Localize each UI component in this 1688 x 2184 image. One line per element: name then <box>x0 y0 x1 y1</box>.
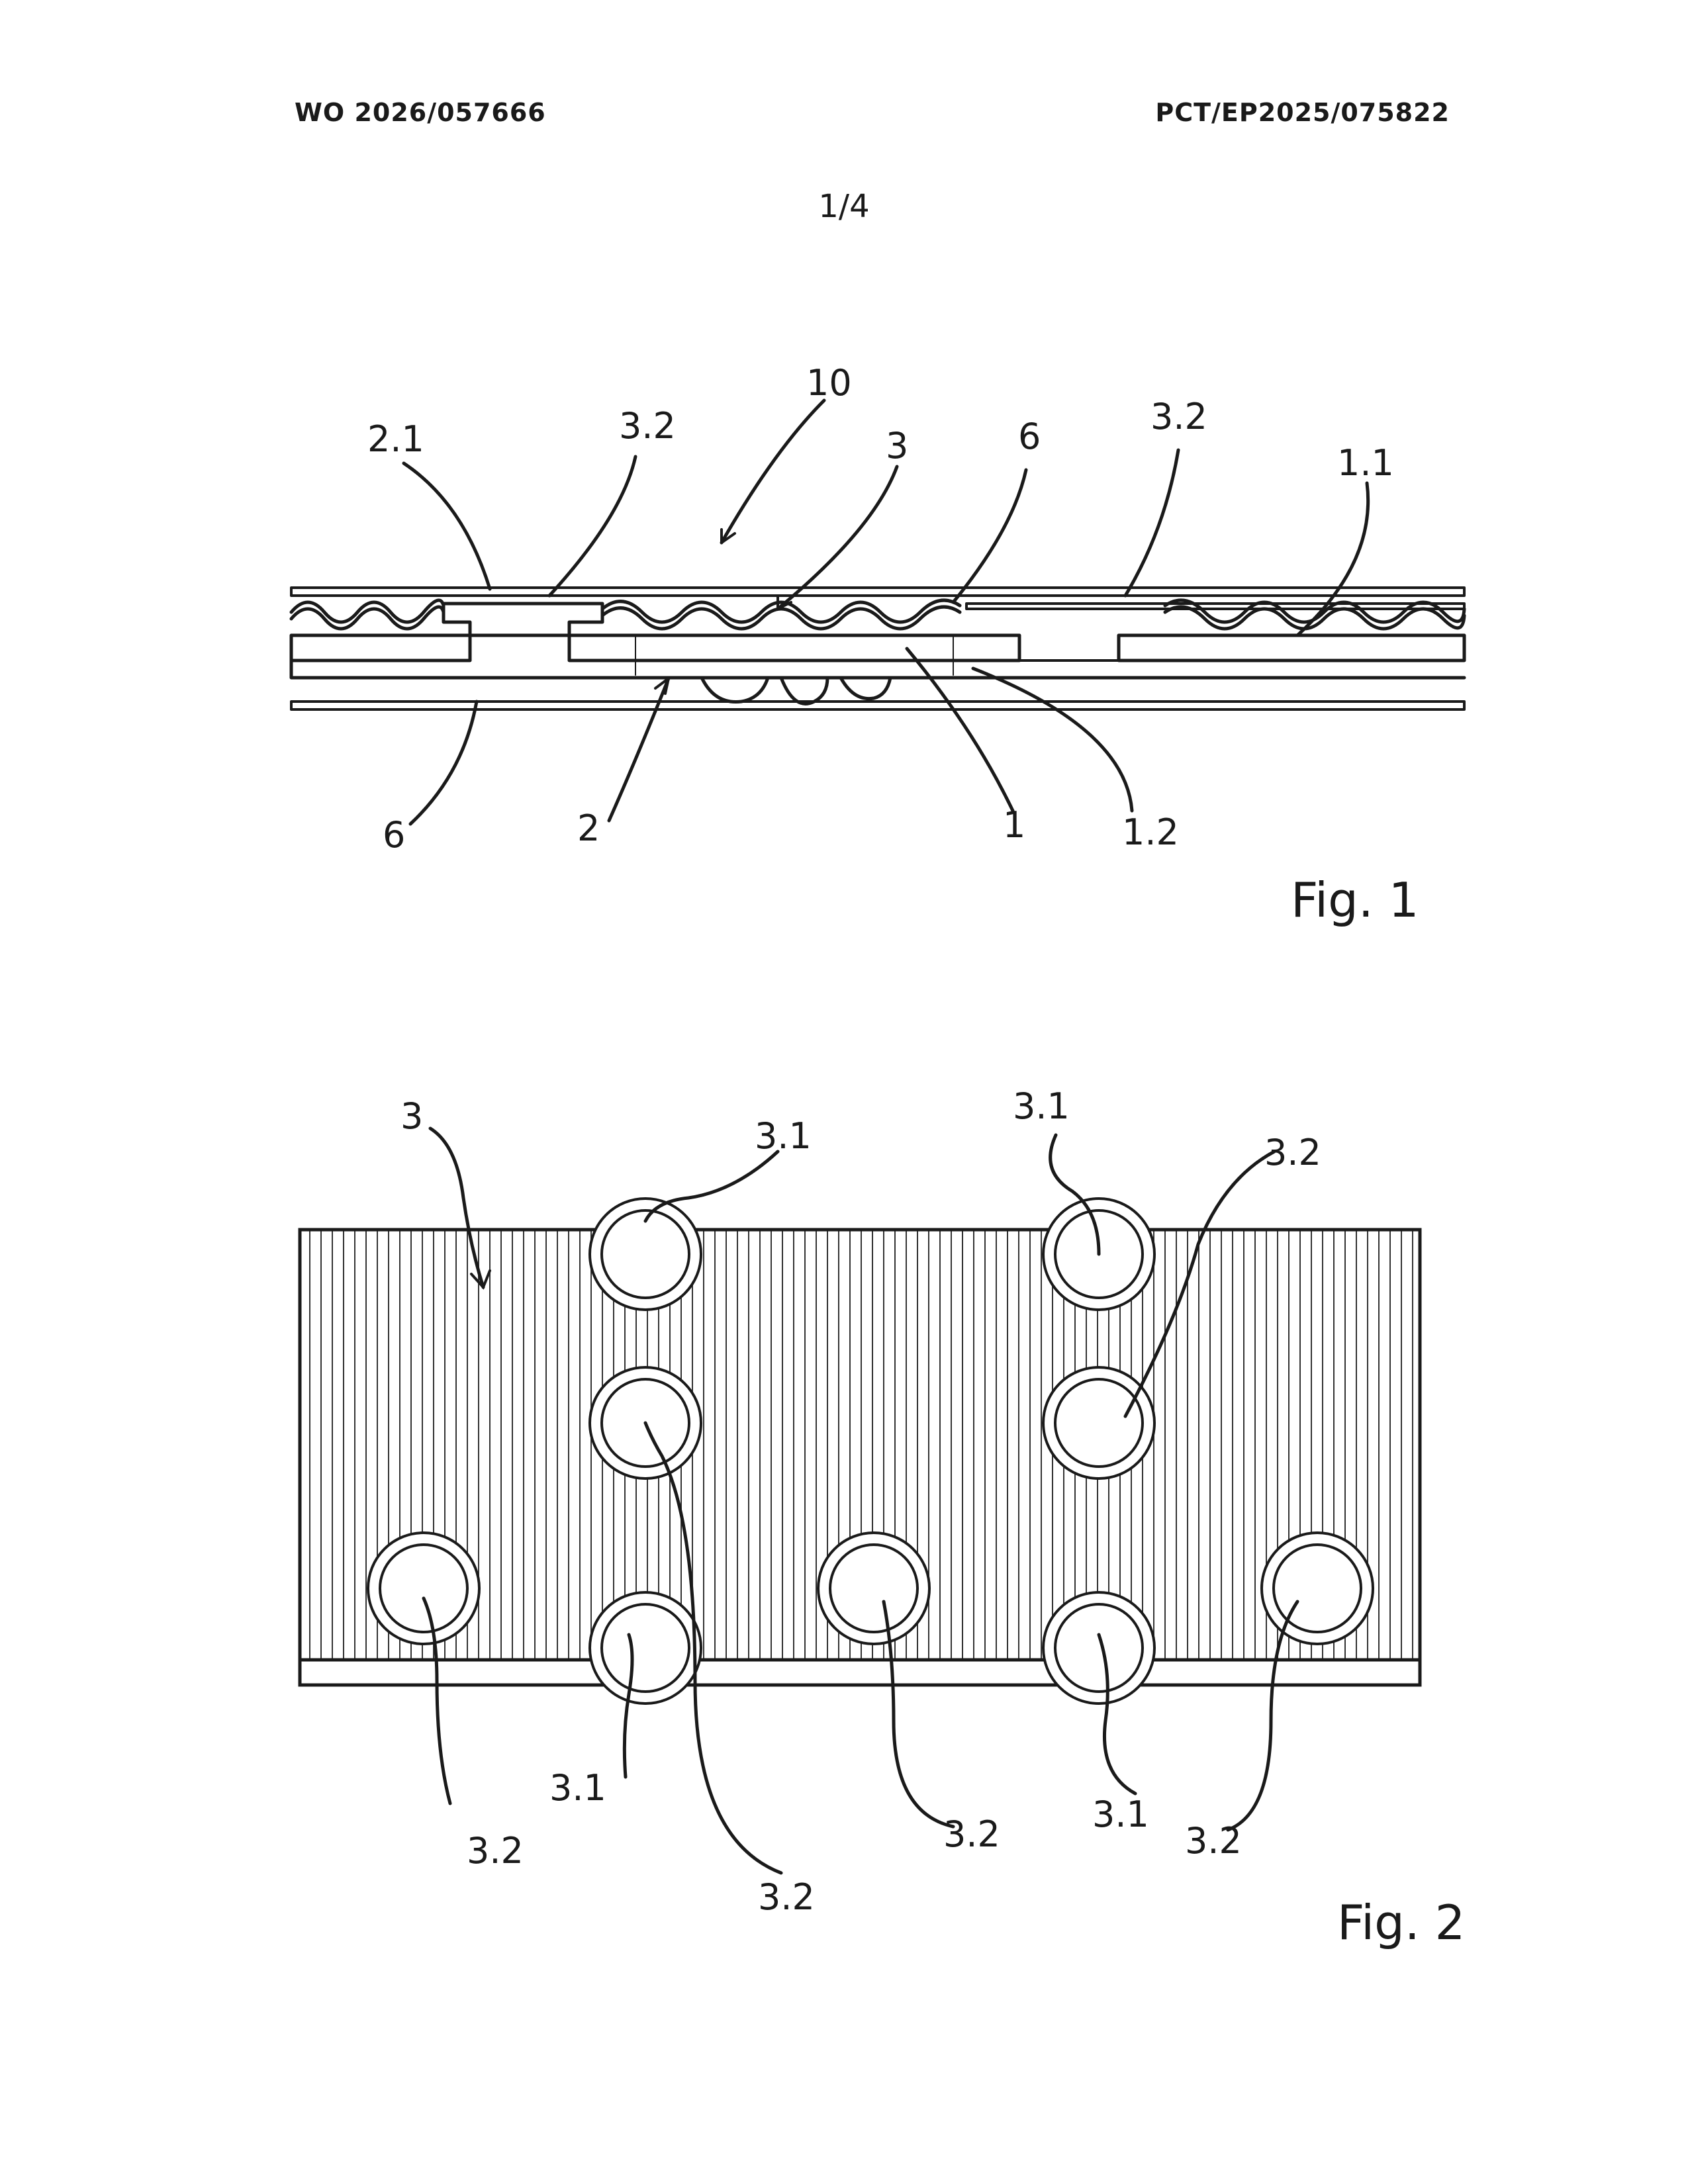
sheet-number: 1/4 <box>0 188 1688 225</box>
label-3-1-top-right: 3.1 <box>1013 1085 1070 1127</box>
left-block <box>291 635 470 660</box>
wavy-layer-center <box>602 600 960 622</box>
panel-base-strip <box>300 1660 1420 1685</box>
label-3-1-top-left: 3.1 <box>755 1115 812 1157</box>
label-6-bottom: 6 <box>383 814 405 856</box>
label-3-2-bottom-c: 3.2 <box>943 1813 1000 1855</box>
figure-1-drawing: 10 2.1 3.2 3 6 3.2 1.1 6 2 1 1.2 Fig. 1 <box>0 331 1688 979</box>
label-3: 3 <box>886 425 908 467</box>
label-3-1-bottom-b: 3.1 <box>1092 1794 1149 1835</box>
label-3-1-bottom-a: 3.1 <box>549 1767 606 1809</box>
bumps-2 <box>702 678 890 704</box>
label-3-2-left: 3.2 <box>619 405 676 447</box>
publication-number: WO 2026/057666 <box>295 98 546 127</box>
boss-3-1 <box>590 1592 701 1704</box>
boss-3-2 <box>818 1533 929 1644</box>
label-2-1: 2.1 <box>367 418 424 460</box>
boss-3-2 <box>1043 1367 1154 1479</box>
label-10: 10 <box>806 362 852 404</box>
lower-rail <box>291 660 1464 678</box>
boss-3-1 <box>590 1199 701 1310</box>
label-3-2-bottom-d: 3.2 <box>1185 1820 1242 1862</box>
plate-1 <box>569 635 1019 660</box>
label-3-2-bottom-a: 3.2 <box>467 1830 524 1872</box>
boss-3-2 <box>368 1533 479 1644</box>
figure-2-caption: Fig. 2 <box>1337 1895 1465 1950</box>
bottom-layer <box>291 702 1464 709</box>
label-1-1: 1.1 <box>1337 442 1394 484</box>
label-6-top: 6 <box>1018 416 1041 457</box>
label-3: 3 <box>400 1095 423 1137</box>
application-number: PCT/EP2025/075822 <box>1155 98 1450 127</box>
block-1-1 <box>1119 635 1464 660</box>
boss-3-1 <box>1043 1592 1154 1704</box>
top-cover-layer <box>291 588 1464 596</box>
label-2: 2 <box>577 807 600 849</box>
frame-2-1 <box>444 604 602 635</box>
label-3-2-top-right: 3.2 <box>1264 1132 1321 1173</box>
label-3-2-right: 3.2 <box>1150 396 1207 437</box>
label-1: 1 <box>1003 804 1025 846</box>
label-1-2: 1.2 <box>1122 811 1179 853</box>
label-3-2-bottom-b: 3.2 <box>758 1876 815 1918</box>
figure-2-drawing: 3 3.1 3.1 3.2 3.2 3.1 3.2 3.2 3.1 3.2 Fi… <box>0 1046 1688 2012</box>
figure-1-caption: Fig. 1 <box>1291 872 1419 928</box>
boss-3-2 <box>1262 1533 1373 1644</box>
